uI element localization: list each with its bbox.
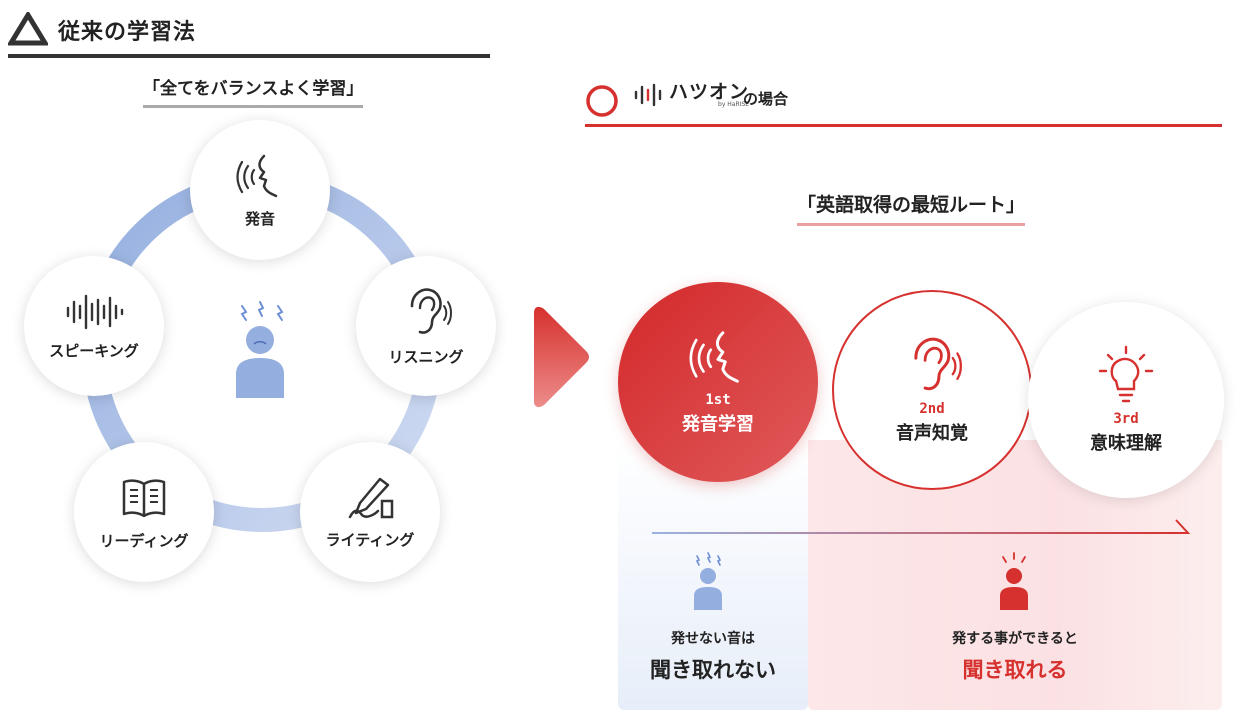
speaking-face-icon — [236, 154, 278, 197]
step-rank: 1st — [705, 392, 731, 408]
right-subtitle: 「英語取得の最短ルート」 — [797, 190, 1026, 226]
step-name: 発音学習 — [682, 414, 754, 435]
left-subtitle: 「全てをバランスよく学習」 — [143, 74, 364, 108]
skill-listening: リスニング — [356, 256, 496, 396]
left-header: 従来の学習法 — [8, 8, 490, 58]
speaking-face-icon — [689, 331, 739, 383]
step-name: 意味理解 — [1090, 433, 1162, 454]
skill-label: リスニング — [388, 347, 464, 366]
step-sound-perception: 2nd 音声知覚 — [832, 290, 1032, 490]
skill-writing: ライティング — [300, 442, 440, 582]
step-meaning-comprehension: 3rd 意味理解 — [1028, 302, 1224, 498]
skill-speaking: スピーキング — [24, 256, 164, 396]
right-header: ハツオン by HaRISE の場合 — [585, 78, 1222, 127]
brand-sub: by HaRISE — [718, 100, 750, 108]
right-title-suffix: の場合 — [743, 90, 789, 108]
book-icon — [122, 478, 166, 517]
step-rank: 3rd — [1113, 411, 1139, 427]
step-name: 音声知覚 — [896, 423, 968, 444]
ear-icon — [410, 287, 452, 334]
skill-label: スピーキング — [49, 341, 139, 360]
after-emphasis: 聞き取れる — [962, 658, 1068, 682]
alert-person-icon — [1000, 552, 1028, 610]
skill-label: ライティング — [325, 530, 415, 549]
step-rank: 2nd — [919, 401, 945, 417]
soundwave-icon — [66, 294, 124, 329]
left-title: 従来の学習法 — [58, 20, 197, 45]
skill-label: リーディング — [99, 531, 189, 550]
ear-icon — [914, 337, 962, 391]
brand-logo: ハツオン by HaRISE — [633, 82, 749, 108]
play-arrow-icon — [534, 306, 589, 408]
circle-mark-icon — [586, 85, 618, 117]
before-emphasis: 聞き取れない — [650, 658, 776, 682]
skill-pronunciation: 発音 — [190, 120, 330, 260]
skill-label: 発音 — [244, 209, 275, 228]
lightbulb-icon — [1098, 345, 1154, 403]
after-caption: 発する事ができると — [952, 631, 1078, 647]
confused-person-icon — [694, 552, 722, 610]
soundwave-icon — [634, 83, 662, 107]
confused-person-icon — [236, 301, 284, 398]
skill-reading: リーディング — [74, 442, 214, 582]
writing-hand-icon — [348, 477, 394, 518]
before-caption: 発せない音は — [671, 631, 755, 647]
brand-name: ハツオン — [669, 80, 750, 103]
triangle-icon — [8, 12, 48, 46]
step-pronunciation-learning: 1st 発音学習 — [618, 282, 818, 482]
